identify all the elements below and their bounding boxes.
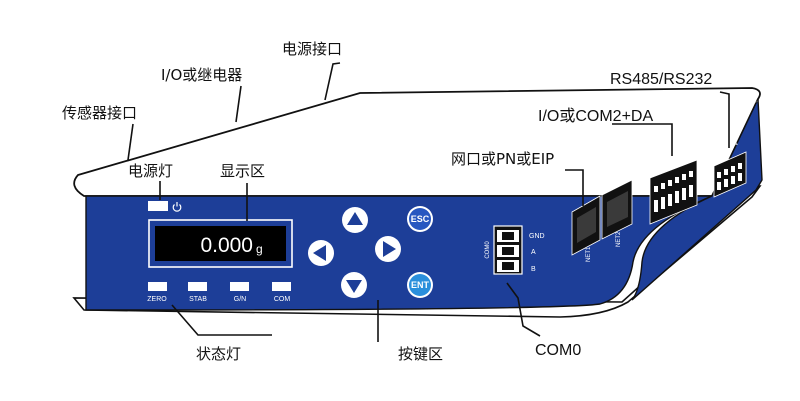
side-panel-edge bbox=[576, 100, 759, 191]
arrow-up-icon bbox=[347, 212, 363, 225]
arrow-right-icon bbox=[383, 241, 396, 257]
status-light-stab bbox=[188, 282, 207, 291]
callout-network-port: 网口或PN或EIP bbox=[451, 150, 554, 168]
down-key[interactable] bbox=[341, 272, 367, 298]
com0-terminal-title: COM0 bbox=[485, 241, 491, 259]
com2-label: COM2 bbox=[671, 156, 690, 168]
com0-pin-b: B bbox=[531, 266, 536, 273]
status-label-zero: ZERO bbox=[147, 296, 167, 303]
esc-key[interactable]: ESC bbox=[407, 206, 433, 232]
status-light-zero bbox=[148, 282, 167, 291]
right-key[interactable] bbox=[375, 236, 401, 262]
arrow-left-icon bbox=[313, 245, 326, 261]
status-label-stab: STAB bbox=[189, 296, 207, 303]
leader-power-port bbox=[324, 62, 341, 101]
leader-network bbox=[565, 169, 584, 206]
ent-key-label: ENT bbox=[411, 280, 430, 290]
callout-io-com2-da: I/O或COM2+DA bbox=[538, 107, 653, 125]
status-label-com: COM bbox=[274, 296, 291, 303]
display-value: 0.000 bbox=[200, 234, 253, 257]
com0-terminal: COM0 GND A B bbox=[485, 225, 545, 275]
status-light-gn bbox=[230, 282, 249, 291]
status-label-gn: G/N bbox=[234, 296, 246, 303]
callout-power-light: 电源灯 bbox=[128, 162, 173, 180]
power-light bbox=[148, 201, 168, 211]
leader-rs485 bbox=[719, 91, 730, 148]
com1-label: COM1 bbox=[721, 140, 740, 152]
net2-label: NET2 bbox=[616, 231, 622, 247]
left-key[interactable] bbox=[308, 240, 334, 266]
esc-key-label: ESC bbox=[411, 214, 430, 224]
leader-io-relay bbox=[235, 85, 242, 123]
status-light-group: ZERO STAB G/N COM bbox=[147, 282, 291, 303]
callout-status-lights: 状态灯 bbox=[196, 345, 241, 363]
com0-pin-gnd: GND bbox=[529, 233, 545, 240]
network-ports: NET1 NET2 bbox=[571, 179, 633, 262]
callout-sensor-port: 传感器接口 bbox=[62, 104, 137, 122]
callout-rs485-rs232: RS485/RS232 bbox=[610, 71, 712, 88]
display-unit: g bbox=[256, 242, 263, 256]
leader-status bbox=[171, 304, 272, 336]
callout-display-area: 显示区 bbox=[220, 162, 265, 180]
display-screen bbox=[155, 226, 286, 261]
leader-sensor-port bbox=[127, 123, 134, 161]
side-panel bbox=[631, 98, 763, 301]
up-key[interactable] bbox=[342, 207, 368, 233]
leader-io-com2 bbox=[612, 123, 673, 156]
callout-power-port: 电源接口 bbox=[282, 40, 342, 58]
callout-com0: COM0 bbox=[535, 342, 581, 359]
leader-com0 bbox=[506, 282, 541, 337]
callout-key-area: 按键区 bbox=[398, 345, 443, 363]
net1-label: NET1 bbox=[586, 246, 592, 262]
keypad: ESC ENT bbox=[308, 206, 433, 298]
com2-terminal: COM2 bbox=[649, 156, 698, 225]
ent-key[interactable]: ENT bbox=[407, 272, 433, 298]
power-icon bbox=[172, 202, 182, 212]
status-light-com bbox=[272, 282, 291, 291]
callout-io-relay: I/O或继电器 bbox=[161, 66, 242, 84]
arrow-down-icon bbox=[346, 280, 362, 293]
com0-pin-a: A bbox=[531, 249, 536, 256]
com1-terminal: COM1 bbox=[713, 140, 747, 198]
